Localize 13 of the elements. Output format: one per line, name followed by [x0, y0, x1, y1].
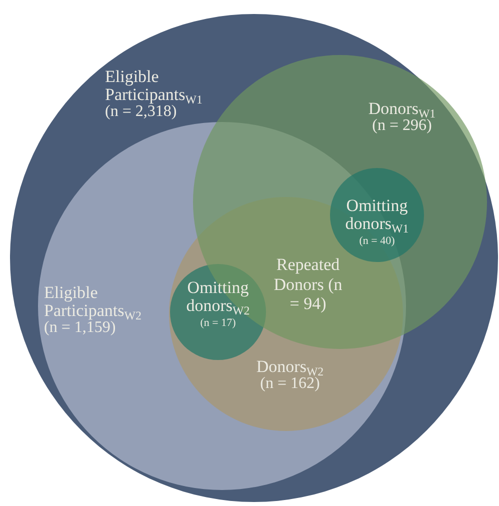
set-label: Donors$_{W1}$	[367, 100, 437, 118]
count-label: (n = 296)	[371, 118, 432, 135]
count-label: (n = 1,159)	[44, 320, 116, 336]
count-label: (n = 17)	[199, 318, 237, 330]
count-label: (n = 2,318)	[105, 104, 177, 120]
set-label: Donors$_{W2}$	[255, 358, 325, 376]
set-label: Omitting donors$_{W1}$	[344, 197, 410, 233]
set-label: Omitting donors$_{W2}$	[185, 279, 251, 315]
count-label: (n = 40)	[358, 236, 396, 248]
overlap-label: Repeated Donors (n = 94)	[272, 255, 344, 314]
count-label: (n = 162)	[259, 376, 320, 393]
set-label: Eligible Participants$_{W2}$	[44, 284, 142, 320]
set-label: Eligible Participants$_{W1}$	[105, 68, 204, 104]
